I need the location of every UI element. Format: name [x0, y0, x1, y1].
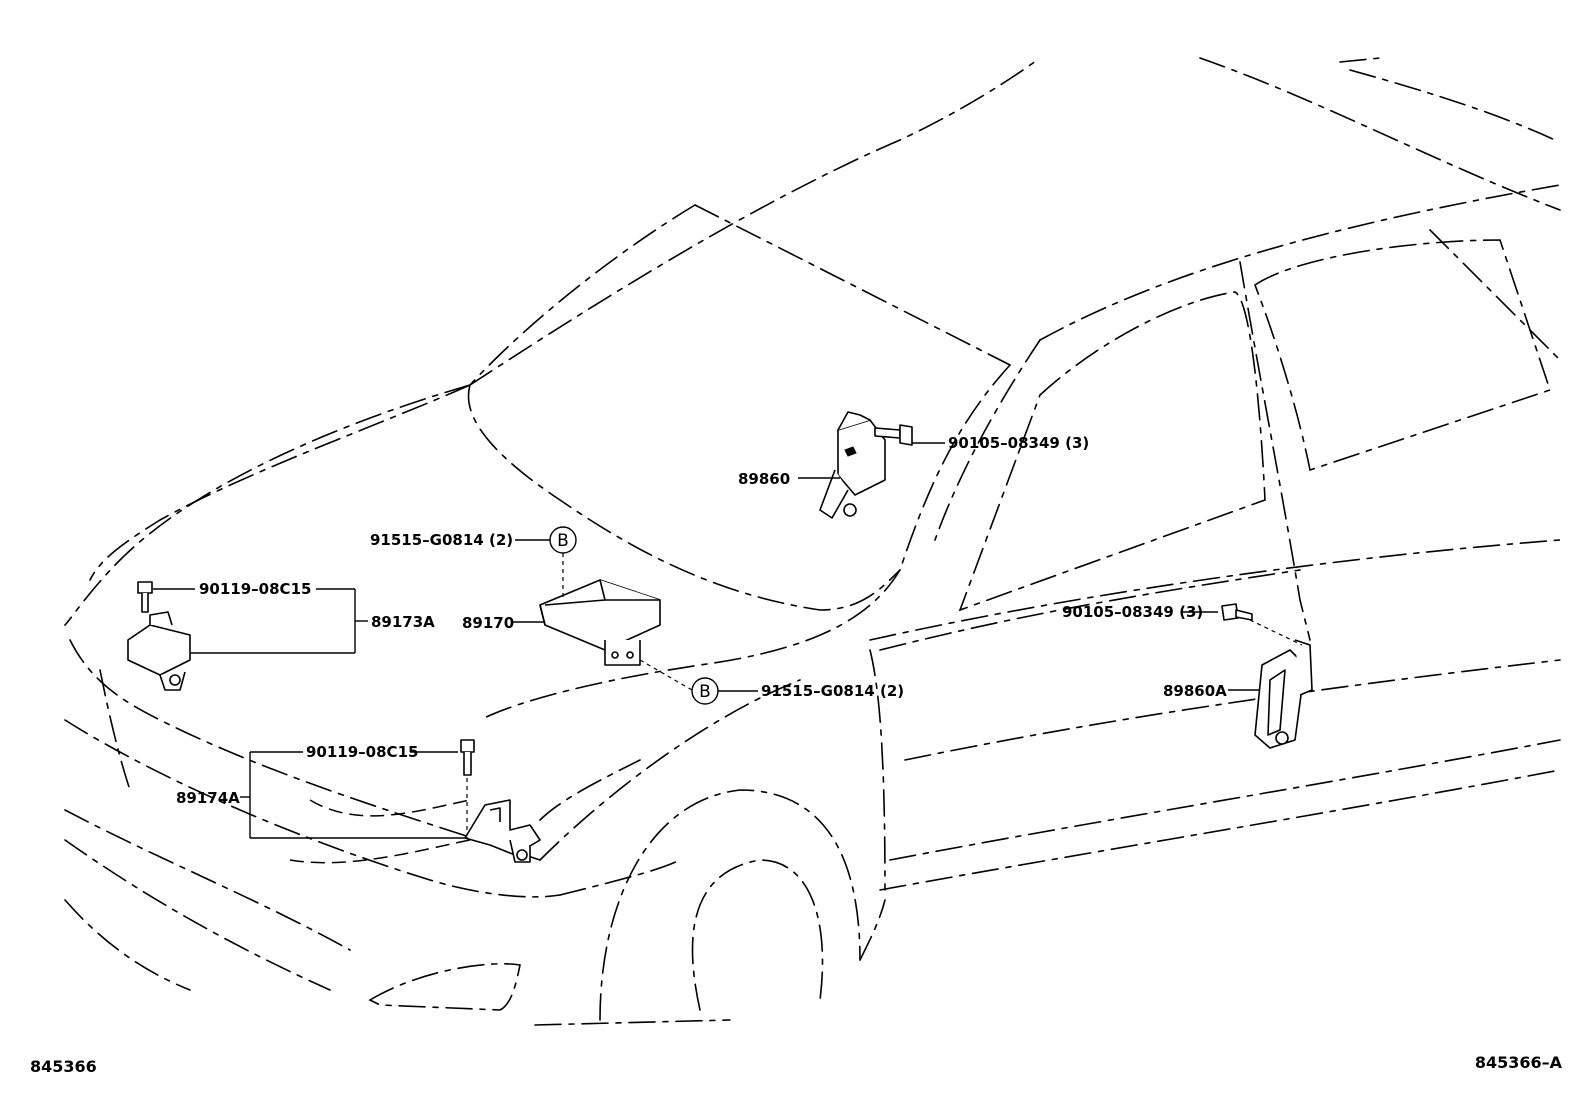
label-91515-g0814-top: 91515–G0814 (2) [370, 531, 513, 549]
svg-text:B: B [699, 682, 711, 702]
label-90119-08c15-bottom: 90119–08C15 [306, 743, 418, 761]
drawing-id-left: 845366 [30, 1057, 97, 1076]
reference-b-top: B [549, 526, 577, 554]
drawing-id-right: 845366–A [1475, 1053, 1563, 1072]
car-body-outline [64, 57, 1561, 1026]
sensor-89860a-illustration [1221, 603, 1313, 749]
label-90105-08349-right: 90105–08349 (3) [1062, 603, 1203, 621]
label-90105-08349-top: 90105–08349 (3) [948, 434, 1089, 452]
label-91515-g0814-bottom: 91515–G0814 (2) [761, 682, 904, 700]
sensor-89173a-illustration [127, 581, 191, 691]
label-90119-08c15-top: 90119–08C15 [199, 580, 311, 598]
label-89170: 89170 [462, 614, 514, 632]
airbag-ecu-89170-illustration [539, 579, 661, 666]
leader-lines [153, 442, 1303, 839]
label-89860: 89860 [738, 470, 790, 488]
reference-b-bottom: B [691, 677, 719, 705]
label-89173a: 89173A [371, 613, 435, 631]
sensor-89860-illustration [819, 411, 913, 519]
sensor-89174a-illustration [460, 739, 541, 863]
label-89860a: 89860A [1163, 682, 1227, 700]
label-89174a: 89174A [176, 789, 240, 807]
svg-text:B: B [557, 531, 569, 551]
